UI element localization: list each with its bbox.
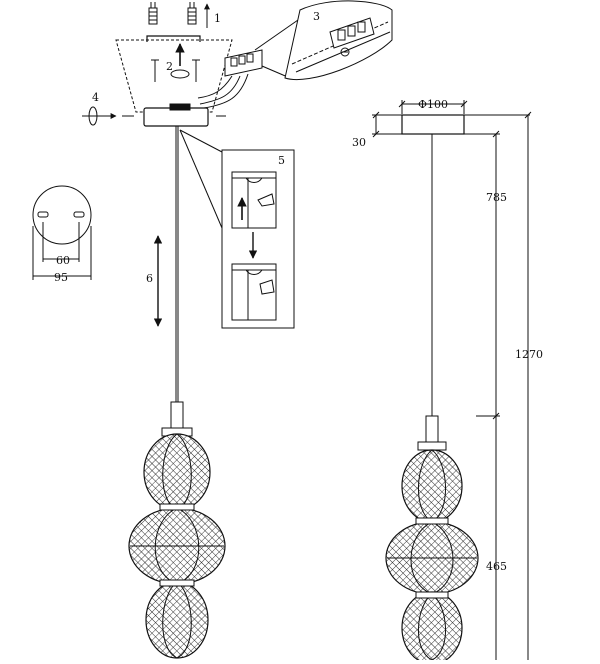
step-5-label: 5 [278,154,285,167]
wire-1 [197,75,233,99]
zoom-leader-1 [254,19,299,51]
right-joint-2 [415,591,449,599]
right-globe-bottom [401,591,463,664]
grip-up [232,177,276,183]
joint-1 [159,503,195,511]
globe-bottom [145,581,209,659]
wire-3 [203,73,249,109]
right-globe-top-rib [418,449,446,523]
ceiling-projection [115,39,233,113]
step-3-label: 3 [313,10,320,23]
mount-hole-right [73,211,85,218]
canopy-height-label: 30 [352,136,366,149]
right-pendant-holder [425,415,439,443]
hand-down [259,279,275,295]
screws [151,59,200,82]
globe-top [143,433,211,511]
step-5-leader-2 [179,129,223,229]
mounting-bracket [146,35,201,42]
canopy-connector [169,103,191,111]
step-6-label: 6 [146,272,153,285]
installation-steps [32,0,393,659]
plate-diameter-label: 95 [54,271,68,284]
step-5-leader-1 [179,129,223,153]
mount-hole-left [37,211,49,218]
step-4-label: 4 [92,91,99,104]
canopy-diameter-label: Φ100 [418,98,448,111]
dimension-drawing [372,100,530,664]
right-top-cap [417,441,447,451]
right-joint-1 [415,517,449,525]
canopy [401,114,465,135]
total-height-label: 1270 [515,348,543,361]
globe-bottom-rib [162,581,192,659]
step-1-label: 1 [214,12,221,25]
hole-spacing-label: 60 [56,254,70,267]
right-globe-top [401,449,463,523]
dimension-ticks [372,100,532,420]
joint-2 [159,579,195,587]
wire-2 [199,75,241,105]
step-4-rotate [88,106,98,126]
wall-anchors [148,2,197,25]
rotate-icon [170,69,190,79]
zoom-terminal [329,17,375,57]
cable-length-label: 785 [486,191,507,204]
grip-down [232,269,276,275]
pendant-holder [170,401,184,429]
hand-up [257,193,275,207]
mount-plate [32,185,92,245]
step-2-label: 2 [166,60,173,73]
shade-height-label: 465 [486,560,507,573]
terminal-block [224,49,263,77]
canopy-exploded [143,107,209,127]
